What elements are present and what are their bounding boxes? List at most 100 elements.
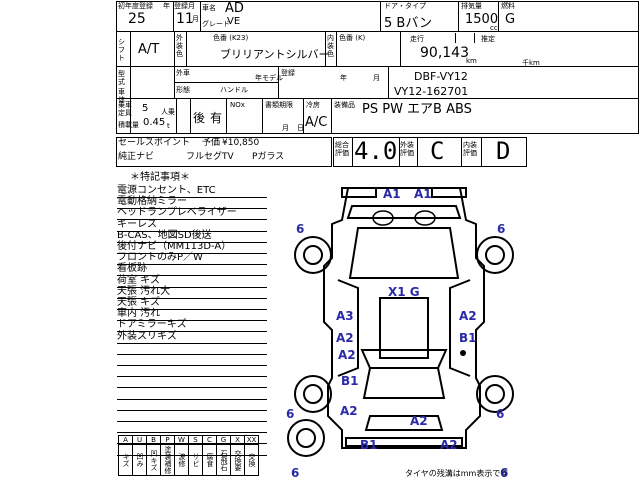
year-label-right: 年 [163,2,170,10]
load-label: 積載量 [118,121,139,129]
interior-label: 内装色 [327,34,334,58]
month-value: 11 [176,11,194,27]
note-rule [117,208,267,210]
fuel-value: G [505,12,516,27]
load-unit: t [167,122,170,130]
cert-day: 日 [297,124,304,132]
equip-label: 装備品 [334,101,355,109]
displacement-unit: cc [490,24,498,32]
damage-mark: A2 [440,438,458,452]
load-value: 0.45 [143,117,166,128]
sales-point-box [116,137,332,167]
month-suffix: 月 [192,15,199,23]
handle-label: ハンドル [220,86,248,94]
ac-label: 冷房 [306,101,320,109]
legend-name: 交換要 [230,444,245,476]
month-label: 登録月 [174,2,195,10]
note-rule [117,387,267,389]
capacity-value: 5 [142,103,149,114]
note-item: 電源コンセント、ETC [117,185,216,196]
note-item: ドアミラーキズ [117,319,187,331]
frame-label: 車体 [118,88,125,104]
note-rule [117,409,267,411]
mileage-value: 90,143 [420,45,469,61]
note-rule [117,353,267,355]
legend-name: 凹み [132,444,147,476]
displacement-label: 排気量 [461,2,482,10]
shift-value: A/T [138,42,160,57]
nox-label: NOx [230,101,245,109]
note-rule [117,197,267,198]
damage-mark: B1 [360,438,378,452]
legend-name: 腐食 [202,444,217,476]
model-year-label: 年モデル [255,74,283,82]
note-item: 看板跡 [117,263,147,275]
displacement-value: 1500 [465,12,499,27]
regdate-label: 登録 [281,69,295,77]
grade-label: グレード [202,20,230,28]
legend-name: 石飛石 [216,444,231,476]
tire-tread-mark: 6 [291,466,300,480]
note-rule [117,241,267,243]
note-rule [117,230,267,232]
int-score-label: 内装評価 [463,141,477,157]
note-item: 後付ナビ（MM113D-A） [117,241,232,252]
fuel-label: 燃料 [501,2,515,10]
car-diagram [287,187,514,457]
damage-mark: B1 [341,374,359,388]
int-score-value: D [496,137,511,165]
tire-tread-mark: 6 [500,466,509,480]
door-pos-label: 後 [193,111,206,125]
note-rule [117,365,267,366]
type-label: 型式 [118,70,125,86]
tire-tread-mark: 6 [296,222,305,236]
damage-mark: A2 [410,414,428,428]
year-label: 初年度登録 [118,2,153,10]
note-item: B-CAS、地図SD後送 [117,229,212,241]
legend-name: サビ [188,444,203,476]
cert-month: 月 [282,124,289,132]
thousand-km: 千km [522,59,540,67]
mileage-label: 走行 [410,35,424,43]
ac-value: A/C [305,115,328,130]
legend-name: 波修 [174,444,189,476]
note-rule [117,219,267,221]
color-label: 色番 (K23) [213,34,249,42]
damage-mark: A2 [336,331,354,345]
note-rule [117,286,267,288]
damage-mark: X1 G [388,285,420,299]
damage-mark: A2 [338,348,356,362]
note-item: フロントのみP／W [117,252,203,264]
door-label: ドア・タイプ [384,2,426,10]
sheet-border [116,1,639,134]
mileage-unit: km [466,57,477,65]
note-rule [117,443,267,445]
scores-box [333,137,527,167]
ext-score-label: 外装評価 [400,141,414,157]
damage-mark: A3 [336,309,354,323]
year-value: 25 [128,11,146,27]
price-value: ¥10,850 [222,138,260,148]
note-item: キーレス [117,218,157,230]
tire-tread-mark: 6 [497,222,506,236]
type-value: DBF-VY12 [414,70,468,83]
door-pos-value: 有 [210,111,223,125]
frame-value: VY12-162701 [394,85,469,98]
capacity-label: 乗車定員 [118,101,132,117]
exterior-label: 外車 [176,69,190,77]
sales-line2: フルセグTV [186,152,234,162]
note-item: 荷室 キズ [117,274,161,286]
capacity-unit: 人乗 [161,108,175,116]
legend-name: キズ [118,444,133,476]
damage-mark: A1 [414,187,432,201]
note-item: 車内 汚れ [117,308,161,320]
equip-value: PS PW エアB ABS [362,102,472,117]
damage-mark: A2 [459,309,477,323]
expire-label: 年 [340,74,347,82]
door-value: 5 Bバン [384,16,432,31]
estimate-box [455,33,475,43]
shift-label: シフト [118,38,125,62]
note-rule [117,309,267,310]
ext-score-value: C [430,137,445,165]
note-item: 電動格納ミラー [117,196,187,208]
